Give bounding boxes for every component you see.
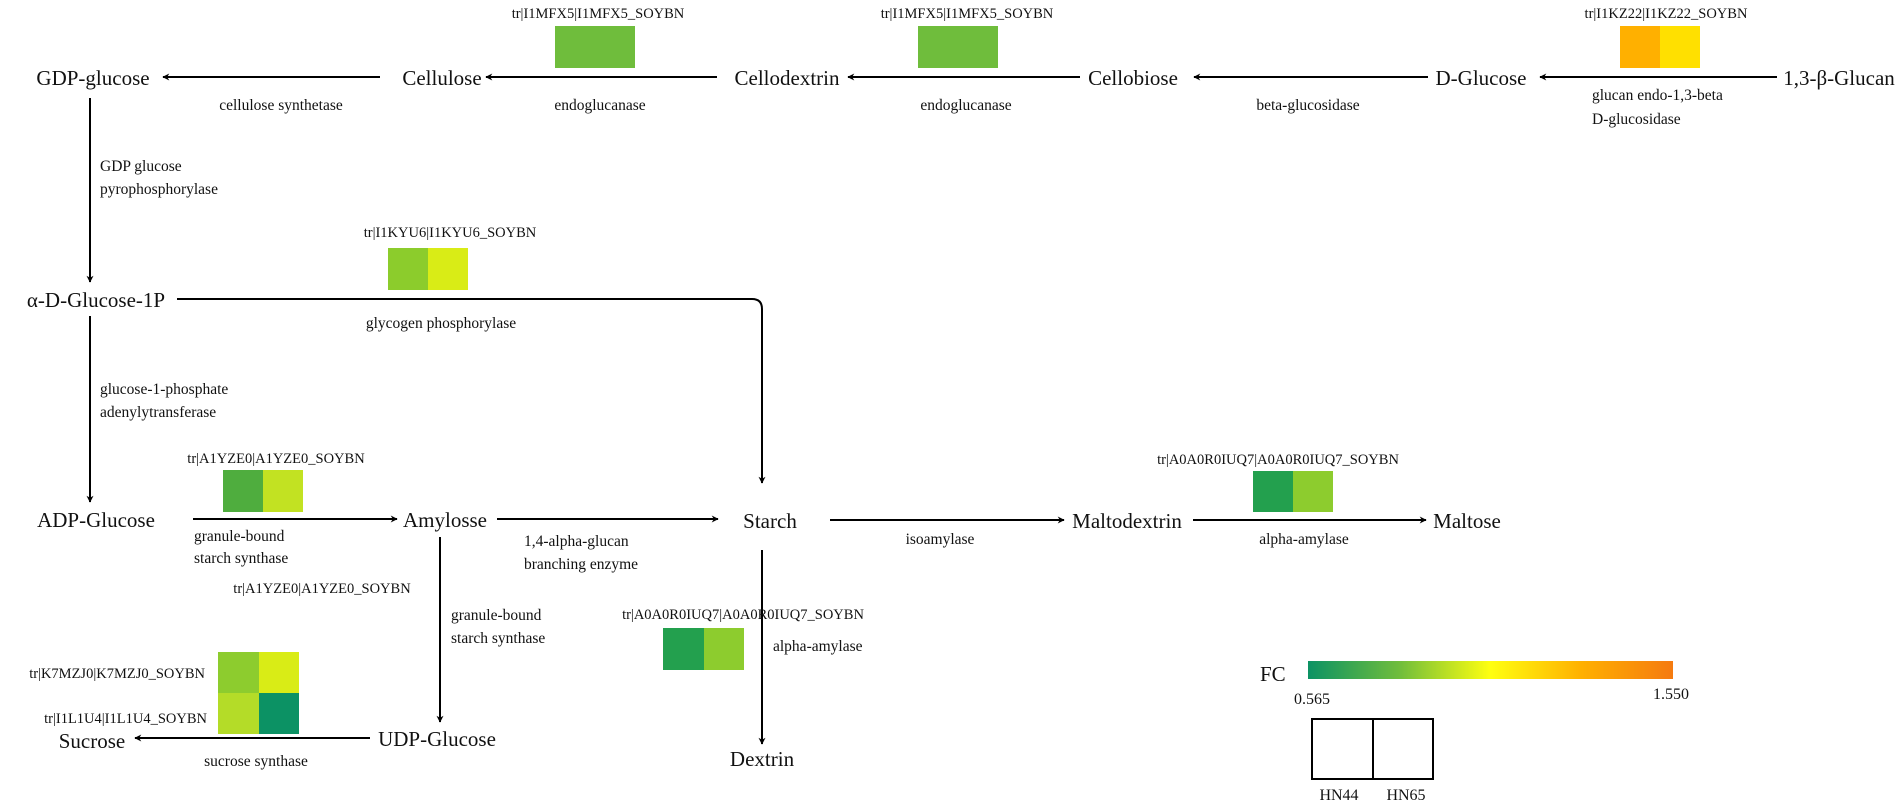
heatmap-cell-hn65 xyxy=(1293,471,1333,512)
node-1-3-beta-glucan: 1,3-β-Glucan xyxy=(1783,66,1895,90)
heatmap-cells xyxy=(218,26,1700,734)
heatmap-cell-hn44 xyxy=(1620,26,1660,68)
heatmap-cell-hn65 xyxy=(958,26,998,68)
node-sucrose: Sucrose xyxy=(59,729,126,753)
protein-label: tr|I1L1U4|I1L1U4_SOYBN xyxy=(44,711,207,727)
node-adp-glucose: ADP-Glucose xyxy=(37,508,155,532)
node-alpha-d-glucose-1p: α-D-Glucose-1P xyxy=(27,288,165,312)
heatmap-cell-hn65 xyxy=(259,693,299,734)
heatmap-cell-hn44 xyxy=(218,652,259,693)
metabolites: GDP-glucose Cellulose Cellodextrin Cello… xyxy=(27,66,1895,771)
enzyme-g1p-adenyl-line2: adenylytransferase xyxy=(100,404,216,421)
heatmap-cell-hn65 xyxy=(595,26,635,68)
enzyme-endoglucanase: endoglucanase xyxy=(920,97,1011,114)
heatmap-cell-hn44 xyxy=(918,26,958,68)
protein-label: tr|K7MZJ0|K7MZJ0_SOYBN xyxy=(29,666,205,682)
enzyme-beta-glucosidase: beta-glucosidase xyxy=(1256,97,1359,114)
enzyme-alpha-amylase: alpha-amylase xyxy=(1259,531,1349,548)
protein-label: tr|A1YZE0|A1YZE0_SOYBN xyxy=(233,581,411,597)
enzyme-cellulose-synthetase: cellulose synthetase xyxy=(219,97,343,114)
heatmap-cell-hn65 xyxy=(1660,26,1700,68)
enzyme-glycogen-phosphorylase: glycogen phosphorylase xyxy=(366,315,516,332)
protein-label: tr|I1MFX5|I1MFX5_SOYBN xyxy=(881,6,1054,22)
node-udp-glucose: UDP-Glucose xyxy=(378,727,496,751)
protein-label: tr|I1KYU6|I1KYU6_SOYBN xyxy=(364,225,537,241)
enzyme-isoamylase: isoamylase xyxy=(906,531,975,548)
legend-label: FC xyxy=(1260,662,1286,686)
node-cellulose: Cellulose xyxy=(402,66,481,90)
enzyme-gbss-line1: granule-bound xyxy=(194,528,285,545)
legend-min: 0.565 xyxy=(1294,691,1330,708)
arrow-g1p-to-starch xyxy=(177,298,766,484)
enzyme-gbss-v-line1: granule-bound xyxy=(451,607,542,624)
node-gdp-glucose: GDP-glucose xyxy=(36,66,149,90)
enzyme-g1p-adenyl-line1: glucose-1-phosphate xyxy=(100,381,228,398)
enzyme-glucan-endo-line1: glucan endo-1,3-beta xyxy=(1592,87,1723,104)
node-maltose: Maltose xyxy=(1433,509,1501,533)
legend-sample-box-hn44 xyxy=(1311,718,1374,780)
arrows xyxy=(86,73,1777,745)
heatmap-cell-hn65 xyxy=(428,248,468,290)
enzyme-glucan-endo-line2: D-glucosidase xyxy=(1592,111,1681,128)
enzyme-gbss-v-line2: starch synthase xyxy=(451,630,545,647)
enzyme-gdp-pyro-line1: GDP glucose xyxy=(100,158,182,175)
fc-colorbar xyxy=(1308,661,1673,679)
enzymes: cellulose synthetase endoglucanase endog… xyxy=(100,87,1723,770)
heatmap-cell-hn44 xyxy=(218,693,259,734)
heatmap-cell-hn44 xyxy=(555,26,595,68)
enzyme-alpha-amylase-v: alpha-amylase xyxy=(773,638,863,655)
protein-label: tr|I1KZ22|I1KZ22_SOYBN xyxy=(1585,6,1748,22)
heatmap-cell-hn44 xyxy=(223,470,263,512)
enzyme-gbss-line2: starch synthase xyxy=(194,550,288,567)
protein-label: tr|A0A0R0IUQ7|A0A0R0IUQ7_SOYBN xyxy=(622,607,864,623)
enzyme-endoglucanase: endoglucanase xyxy=(554,97,645,114)
heatmap-cell-hn44 xyxy=(663,628,704,670)
legend-max: 1.550 xyxy=(1653,686,1689,703)
heatmap-cell-hn44 xyxy=(388,248,428,290)
legend-sample-hn65: HN65 xyxy=(1386,787,1425,804)
enzyme-sucrose-synthase: sucrose synthase xyxy=(204,753,308,770)
heatmap-cell-hn65 xyxy=(704,628,744,670)
legend-sample-box-hn65 xyxy=(1372,718,1434,780)
enzyme-gdp-pyro-line2: pyrophosphorylase xyxy=(100,181,218,198)
enzyme-branching-line2: branching enzyme xyxy=(524,556,638,573)
node-starch: Starch xyxy=(743,509,797,533)
heatmap-cell-hn44 xyxy=(1253,471,1293,512)
legend: FC 0.565 1.550 HN44 HN65 xyxy=(1260,661,1689,804)
protein-label: tr|A0A0R0IUQ7|A0A0R0IUQ7_SOYBN xyxy=(1157,452,1399,468)
node-maltodextrin: Maltodextrin xyxy=(1072,509,1182,533)
node-d-glucose: D-Glucose xyxy=(1436,66,1527,90)
node-dextrin: Dextrin xyxy=(730,747,795,771)
protein-labels: tr|I1MFX5|I1MFX5_SOYBN tr|I1MFX5|I1MFX5_… xyxy=(29,6,1748,727)
legend-sample-hn44: HN44 xyxy=(1319,787,1358,804)
node-cellobiose: Cellobiose xyxy=(1088,66,1178,90)
node-cellodextrin: Cellodextrin xyxy=(735,66,840,90)
enzyme-branching-line1: 1,4-alpha-glucan xyxy=(524,533,629,550)
node-amylosse: Amylosse xyxy=(403,508,487,532)
protein-label: tr|A1YZE0|A1YZE0_SOYBN xyxy=(187,451,365,467)
heatmap-cell-hn65 xyxy=(263,470,303,512)
protein-label: tr|I1MFX5|I1MFX5_SOYBN xyxy=(512,6,685,22)
heatmap-cell-hn65 xyxy=(259,652,299,693)
